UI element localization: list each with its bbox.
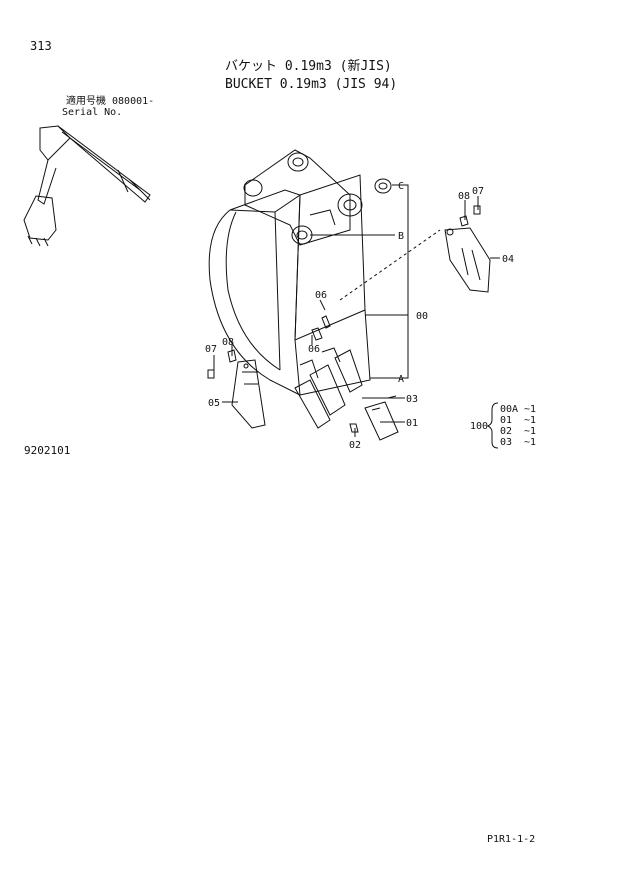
assembly-qty: ~1: [524, 415, 536, 426]
leader-lines: [213, 184, 500, 437]
bucket-teeth: [294, 347, 363, 429]
page-number: 313: [30, 39, 52, 53]
assembly-part: 01: [500, 415, 512, 426]
assembly-qty: ~1: [524, 404, 536, 415]
assembly-qty: ~1: [524, 426, 536, 437]
callout-b: B: [398, 231, 404, 242]
serial-label-english: Serial No.: [62, 107, 123, 118]
assembly-qty: ~1: [524, 437, 536, 448]
callout-08-left: 08: [222, 337, 234, 348]
lock-pin: [349, 395, 397, 433]
loose-tooth: [364, 401, 399, 441]
callout-07-right: 07: [472, 186, 484, 197]
bucket-bracket: [243, 149, 363, 246]
assembly-part: 00A: [500, 404, 518, 415]
document-number: 9202101: [24, 444, 71, 457]
washer-part: [374, 178, 392, 194]
callout-08-right: 08: [458, 191, 470, 202]
callout-06-upper: 06: [315, 290, 327, 301]
callout-01: 01: [406, 418, 418, 429]
callout-03: 03: [406, 394, 418, 405]
side-cutter-right: [444, 227, 491, 293]
assembly-brace: [486, 402, 499, 449]
title-japanese: バケット 0.19m3 (新JIS): [225, 59, 392, 74]
side-cutter-left: [231, 359, 266, 429]
callout-c: C: [398, 181, 404, 192]
callout-00: 00: [416, 311, 428, 322]
excavator-arm-thumbnail: [23, 125, 151, 247]
assembly-parent: 100: [470, 421, 488, 432]
assembly-part: 02: [500, 426, 512, 437]
title-english: BUCKET 0.19m3 (JIS 94): [225, 77, 398, 92]
footer-code: P1R1-1-2: [487, 834, 536, 845]
callout-02: 02: [349, 440, 361, 451]
callout-06-lower: 06: [308, 344, 320, 355]
callout-07-left: 07: [205, 344, 217, 355]
callout-04: 04: [502, 254, 514, 265]
assembly-part: 03: [500, 437, 512, 448]
callout-a: A: [398, 374, 404, 385]
bucket-body: [208, 174, 371, 396]
serial-label-japanese: 適用号機 080001-: [66, 96, 155, 107]
callout-05: 05: [208, 398, 220, 409]
